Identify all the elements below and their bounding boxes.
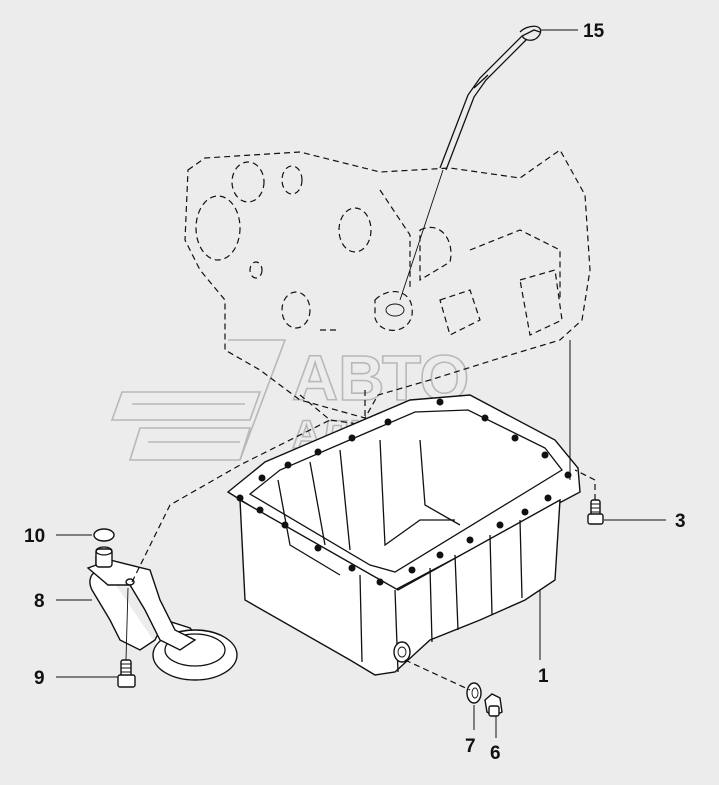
- oil-pan-gasket: [226, 394, 581, 591]
- leader-lines: [56, 29, 666, 738]
- callout-10: 10: [24, 526, 45, 547]
- watermark-emblem: [110, 339, 287, 461]
- oil-strainer: [86, 419, 331, 681]
- callout-3: 3: [675, 511, 686, 532]
- callout-6: 6: [490, 743, 501, 764]
- o-ring: [93, 528, 115, 542]
- callout-8: 8: [34, 591, 45, 612]
- bolt-9: [117, 587, 136, 688]
- callout-1: 1: [538, 666, 549, 687]
- dipstick: [399, 25, 542, 301]
- oil-pan: [236, 398, 572, 676]
- sealing-washer: [466, 682, 482, 704]
- callout-7: 7: [465, 736, 476, 757]
- callout-9: 9: [34, 668, 45, 689]
- callout-labels: 15 3 10 8 9 1 7 6: [24, 21, 686, 764]
- bolt-3: [574, 469, 604, 525]
- callout-15: 15: [583, 21, 605, 42]
- drain-plug: [404, 659, 503, 717]
